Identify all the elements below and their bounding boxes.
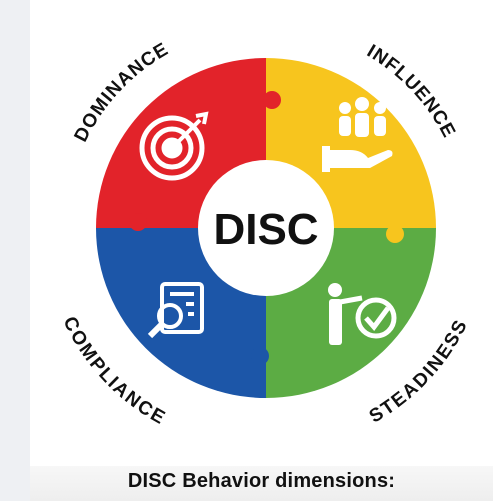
puzzle-tab-top	[263, 91, 281, 109]
puzzle-tab-right	[386, 225, 404, 243]
target-icon	[139, 111, 209, 181]
puzzle-tab-bottom	[251, 347, 269, 365]
center-label: DISC	[213, 205, 318, 254]
document-search-icon	[147, 282, 204, 339]
left-margin	[0, 0, 30, 501]
center-circle	[198, 160, 334, 296]
people-hand-icon	[322, 97, 393, 172]
person-check-icon	[328, 283, 397, 345]
diagram-caption: DISC Behavior dimensions:	[30, 466, 493, 501]
puzzle-tab-left	[129, 213, 147, 231]
